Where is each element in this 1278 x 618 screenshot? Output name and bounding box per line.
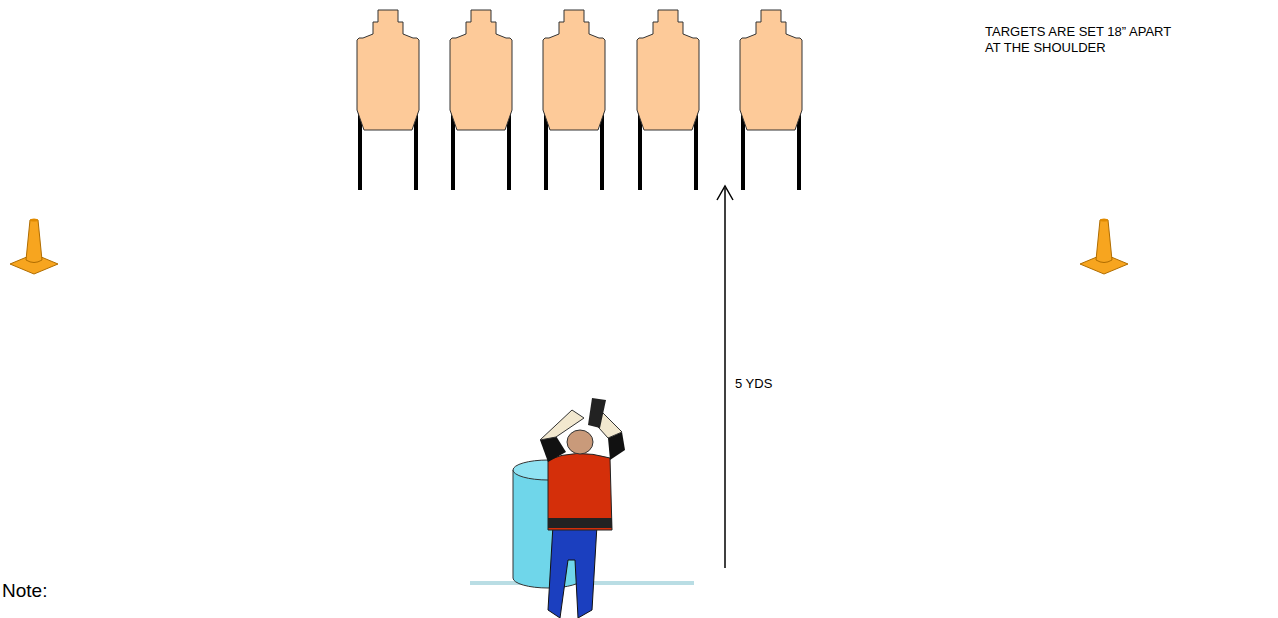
note-text: TARGETS ARE SET 18” APART AT THE SHOULDE…: [985, 24, 1171, 57]
cone: [1080, 219, 1128, 275]
shooter: [470, 398, 694, 618]
targets: [357, 10, 802, 190]
dimension-label: 5 YDS: [735, 376, 772, 392]
note-heading: Note:: [2, 579, 47, 603]
distance-arrow: [717, 186, 733, 568]
cone: [10, 219, 58, 275]
